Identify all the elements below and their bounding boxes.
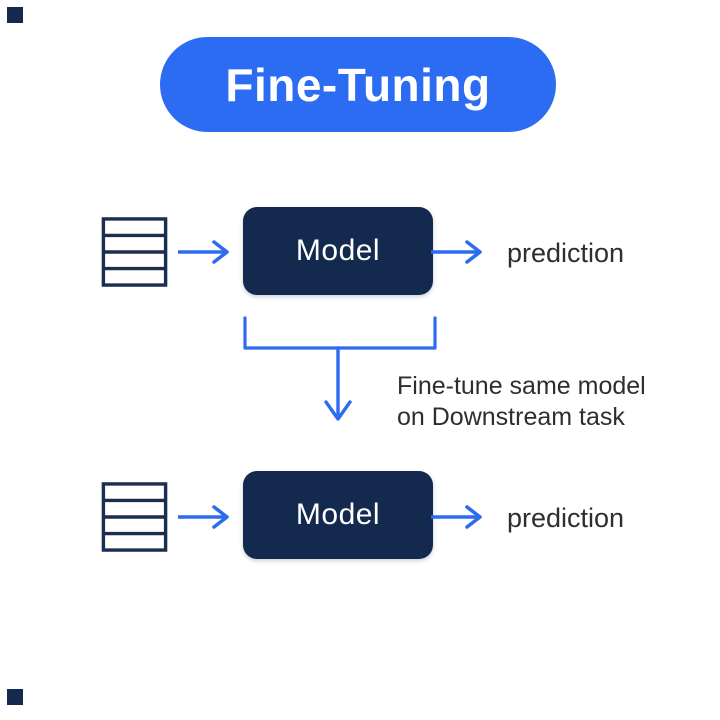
arrow-right-icon [431, 240, 482, 264]
model-box-finetuned: Model [243, 471, 433, 559]
model-label: Model [295, 498, 381, 531]
dataset-stack-icon [101, 482, 168, 552]
model-label: Model [295, 234, 381, 267]
model-box-pretrained: Model [243, 207, 433, 295]
page-title: Fine-Tuning [225, 58, 491, 111]
dataset-stack-icon [101, 217, 168, 287]
bracket-icon [243, 316, 437, 350]
prediction-label: prediction [507, 238, 625, 268]
fine-tune-note: Fine-tune same model on Downstream task [397, 371, 646, 433]
arrow-right-icon [178, 240, 229, 264]
fine-tuning-pill: Fine-Tuning [160, 37, 556, 132]
note-line-2: on Downstream task [397, 403, 625, 431]
prediction-label: prediction [507, 503, 625, 533]
corner-mark-bottom-left [7, 689, 23, 705]
note-line-1: Fine-tune same model [397, 372, 646, 400]
corner-mark-top-left [7, 7, 23, 23]
arrow-down-icon [324, 400, 352, 421]
arrow-right-icon [178, 505, 229, 529]
arrow-right-icon [431, 505, 482, 529]
fine-tune-connector [243, 316, 437, 421]
